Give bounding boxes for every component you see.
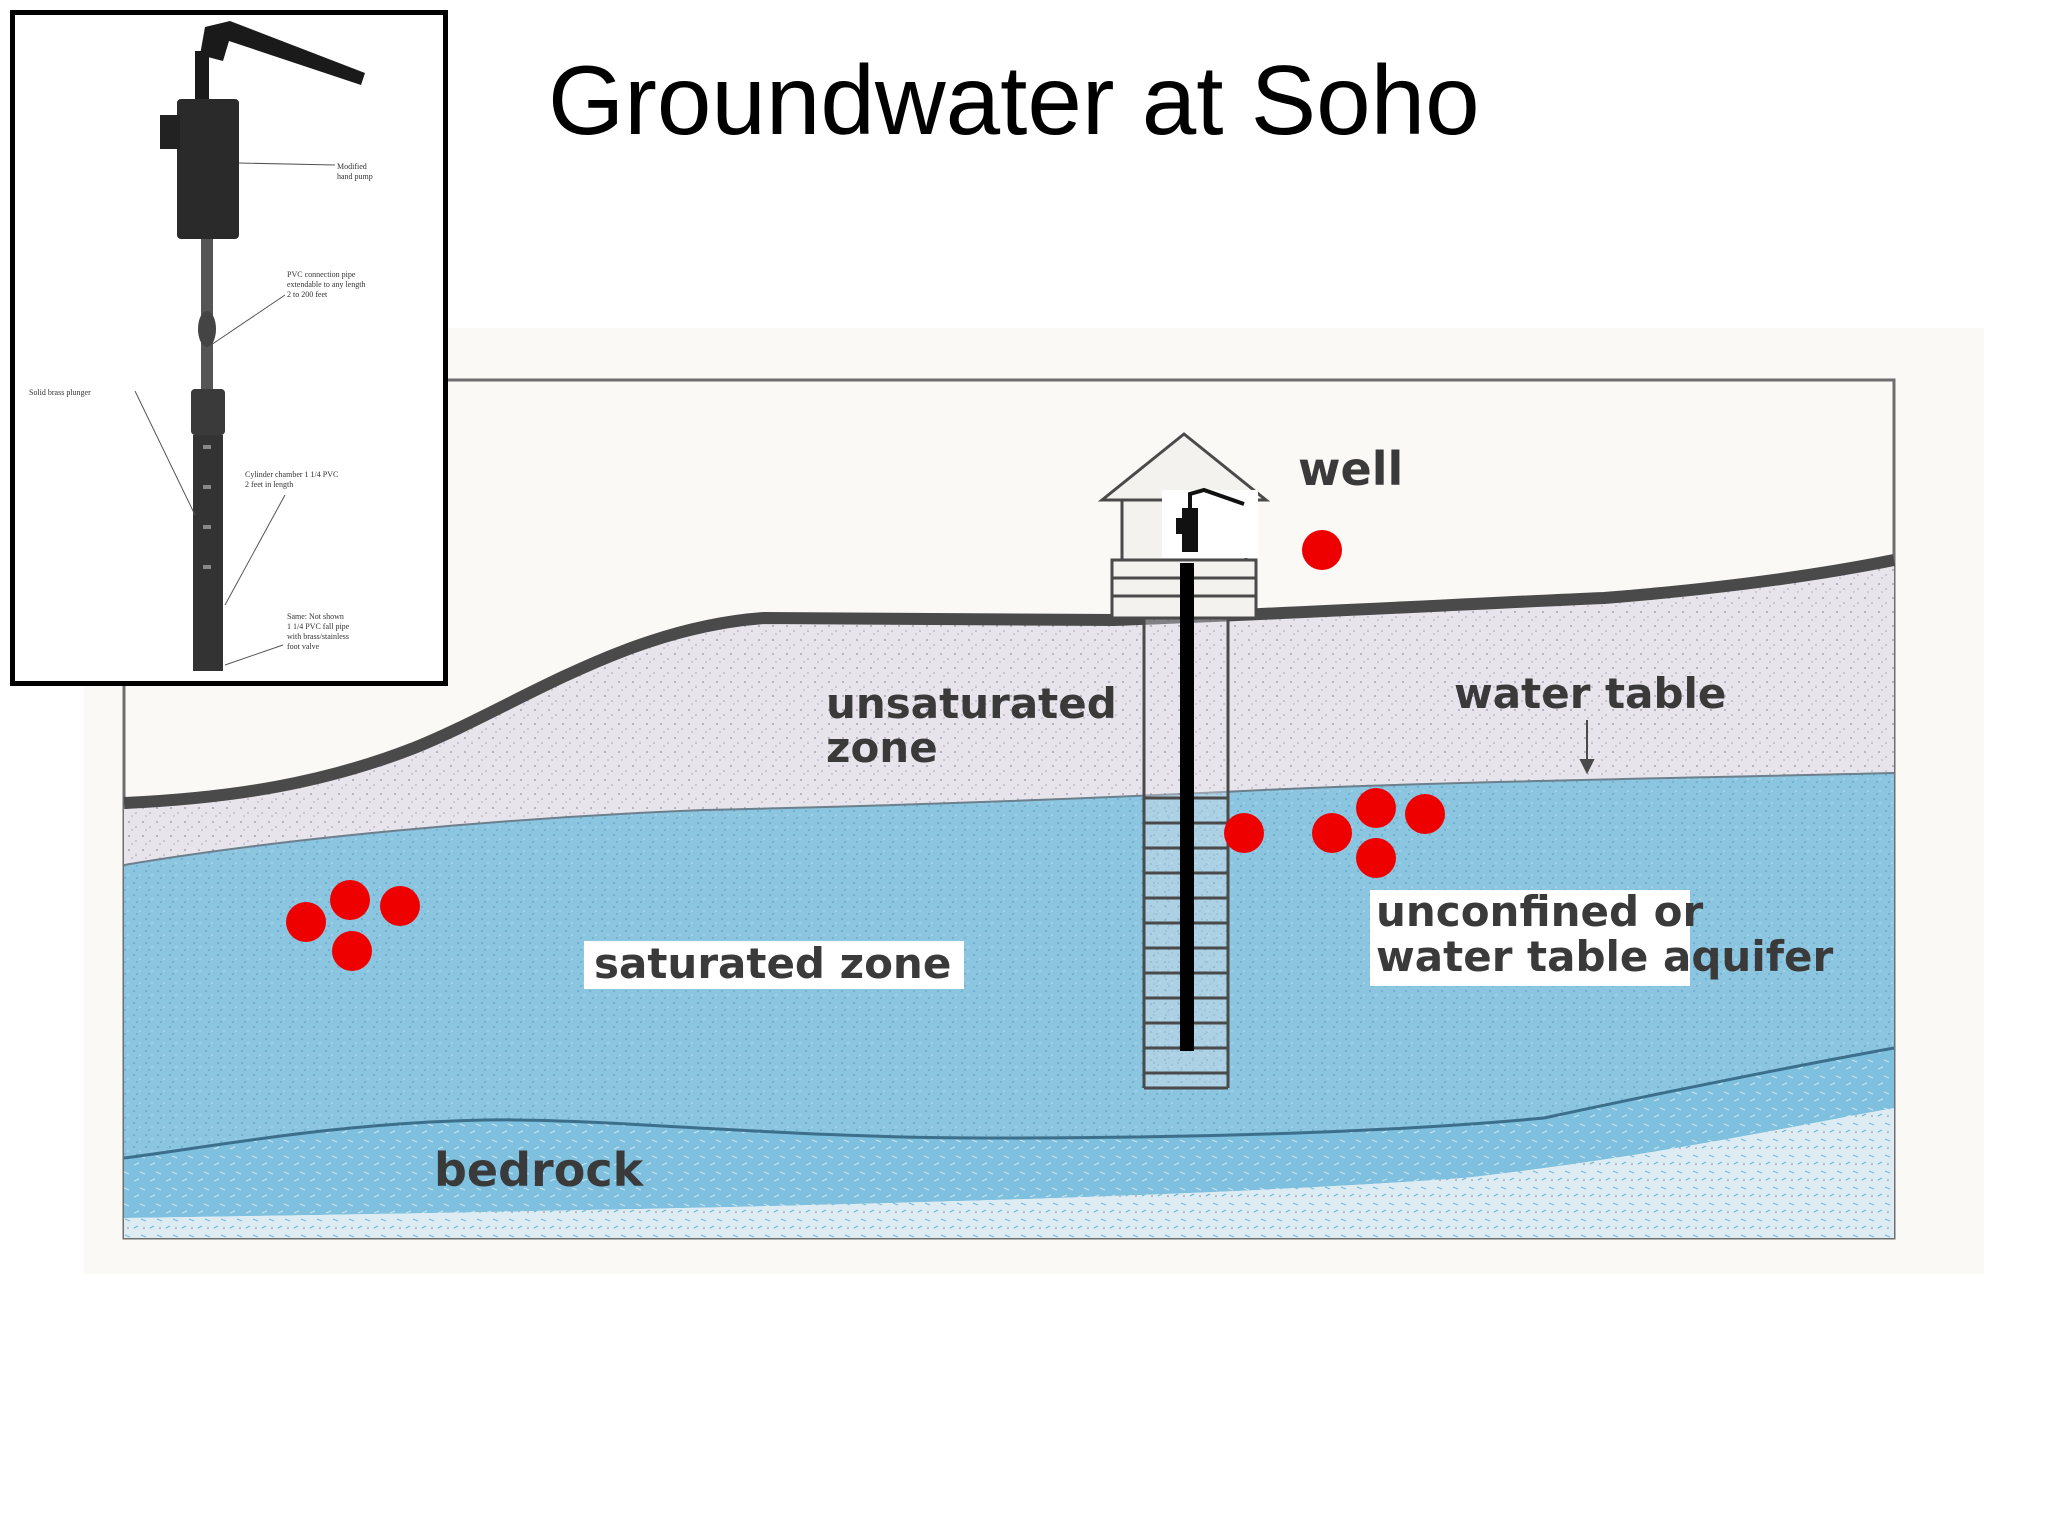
slide-title: Groundwater at Soho: [548, 45, 1480, 155]
saturated-zone-area: [124, 773, 1894, 1158]
unsaturated-zone-label-line1: unsaturated: [826, 679, 1117, 728]
caption-tail-pipe-2: 1 1/4 PVC fall pipe: [287, 622, 350, 631]
sample-marker: [1405, 794, 1445, 834]
caption-tail-pipe-1: Same: Not shown: [287, 612, 344, 621]
hand-pump-figure: Modified hand pump PVC connection pipe e…: [29, 21, 373, 671]
caption-connection-2: extendable to any length: [287, 280, 365, 289]
sample-marker: [330, 880, 370, 920]
pump-pipe: [1180, 563, 1194, 1051]
sample-marker: [380, 886, 420, 926]
saturated-label-background: [584, 941, 964, 989]
unsaturated-zone-label-line2: zone: [826, 723, 938, 772]
groundwater-diagram: well unsaturated zone water table satura…: [84, 328, 1984, 1274]
sample-marker: [1302, 530, 1342, 570]
caption-handle-1: Modified: [337, 162, 367, 171]
water-table-line: [123, 772, 1895, 866]
caption-handle-2: hand pump: [337, 172, 373, 181]
well-label: well: [1298, 442, 1403, 496]
bedrock-top-line: [123, 1046, 1895, 1160]
sample-marker: [286, 902, 326, 942]
caption-tail-pipe-3: with brass/stainless: [287, 632, 349, 641]
bedrock-area: [124, 1108, 1894, 1238]
sample-marker: [1224, 813, 1264, 853]
caption-connection-3: 2 to 200 feet: [287, 290, 328, 299]
aquifer-label-line1: unconfined or: [1376, 887, 1704, 936]
aquifer-label-background: [1370, 890, 1690, 986]
hand-pump-icon: [1162, 487, 1258, 558]
bedrock-upper-band: [124, 1048, 1894, 1218]
ground-surface-line: [123, 554, 1896, 809]
caption-tail-pipe-4: foot valve: [287, 642, 320, 651]
unsaturated-zone-area: [124, 560, 1894, 865]
hand-pump-inset: Modified hand pump PVC connection pipe e…: [10, 10, 448, 686]
groundwater-cross-section: well unsaturated zone water table satura…: [84, 328, 1984, 1274]
saturated-zone-label: saturated zone: [594, 939, 951, 988]
sample-marker: [1356, 788, 1396, 828]
sample-marker: [1312, 813, 1352, 853]
caption-connection-1: PVC connection pipe: [287, 270, 356, 279]
water-table-arrow: [1579, 720, 1595, 775]
water-table-label: water table: [1454, 669, 1726, 718]
caption-cylinder-1: Cylinder chamber 1 1/4 PVC: [245, 470, 338, 479]
sample-marker: [1356, 838, 1396, 878]
sample-marker: [332, 931, 372, 971]
bedrock-label: bedrock: [434, 1143, 645, 1197]
caption-plunger: Solid brass plunger: [29, 388, 91, 397]
caption-cylinder-2: 2 feet in length: [245, 480, 293, 489]
aquifer-label-line2: water table aquifer: [1376, 932, 1833, 981]
